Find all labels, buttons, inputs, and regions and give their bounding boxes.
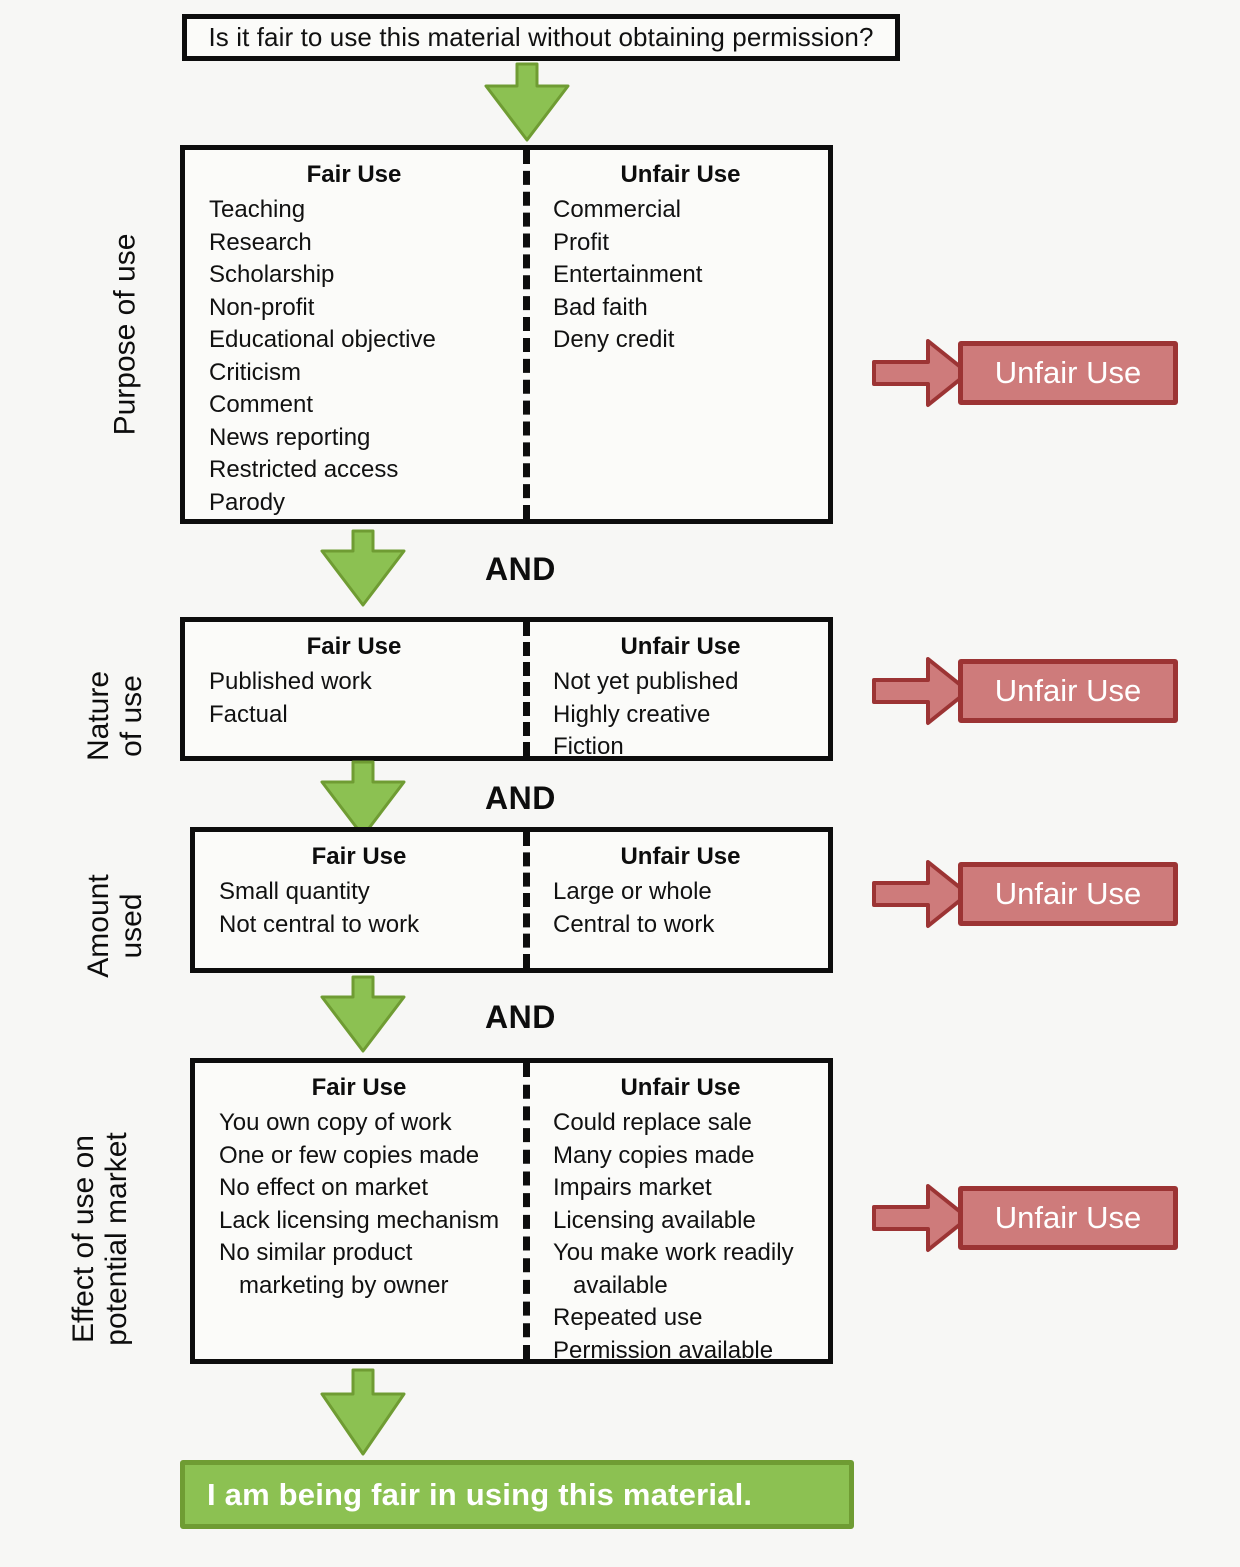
arrow-down-icon <box>484 62 570 142</box>
list-item: Impairs market <box>553 1174 712 1201</box>
list-item: Not central to work <box>219 910 420 938</box>
outcome-badge-purpose: Unfair Use <box>958 341 1178 405</box>
arrow-down-icon <box>320 975 406 1053</box>
column-divider <box>523 832 530 968</box>
fair-use-column: Fair Use Small quantity Not central to w… <box>195 832 523 941</box>
fair-use-column: Fair Use Teaching Research Scholarship N… <box>185 150 523 519</box>
list-item: News reporting <box>209 423 371 451</box>
and-connector-label: AND <box>485 780 556 816</box>
unfair-use-column: Unfair Use Large or whole Central to wor… <box>523 832 838 941</box>
list-item: You make work readily <box>553 1239 794 1266</box>
list-item: Not yet published <box>553 668 739 695</box>
column-divider <box>523 622 530 756</box>
side-label-effect: Effect of use on potential market <box>67 1132 133 1346</box>
list-item: Fiction <box>553 733 624 760</box>
list-item: Deny credit <box>553 326 675 353</box>
list-item: Restricted access <box>209 456 399 483</box>
list-item: Lack licensing mechanism <box>219 1206 500 1234</box>
criteria-box-nature: Fair Use Published work Factual Unfair U… <box>180 617 833 761</box>
unfair-use-title: Unfair Use <box>620 1074 741 1101</box>
outcome-badge-amount: Unfair Use <box>958 862 1178 926</box>
question-box: Is it fair to use this material without … <box>182 14 900 61</box>
list-item: Commercial <box>553 196 682 223</box>
arrow-down-icon <box>320 1368 406 1456</box>
conclusion-box: I am being fair in using this material. <box>180 1460 854 1529</box>
fair-use-list: Teaching Research Scholarship Non-profit… <box>185 194 523 519</box>
unfair-use-list: Commercial Profit Entertainment Bad fait… <box>523 194 838 357</box>
outcome-label: Unfair Use <box>994 673 1142 708</box>
fair-use-title: Fair Use <box>311 843 407 870</box>
unfair-use-title: Unfair Use <box>620 161 741 188</box>
list-item: Non-profit <box>209 293 315 321</box>
list-item: Could replace sale <box>553 1109 752 1136</box>
fair-use-title: Fair Use <box>306 633 402 660</box>
side-label-purpose: Purpose of use <box>108 233 142 436</box>
list-item: Published work <box>209 668 372 695</box>
list-item: Factual <box>209 700 288 728</box>
unfair-use-list: Could replace sale Many copies made Impa… <box>523 1107 838 1367</box>
column-divider <box>523 1063 530 1359</box>
outcome-badge-nature: Unfair Use <box>958 659 1178 723</box>
list-item: No similar product <box>219 1239 413 1266</box>
arrow-right-icon <box>872 339 970 407</box>
list-item: Highly creative <box>553 700 711 728</box>
unfair-use-column: Unfair Use Not yet published Highly crea… <box>523 622 838 764</box>
and-connector-label: AND <box>485 999 556 1035</box>
arrow-right-icon <box>872 1184 970 1252</box>
fair-use-list: Published work Factual <box>185 666 523 731</box>
unfair-use-column: Unfair Use Commercial Profit Entertainme… <box>523 150 838 357</box>
outcome-label: Unfair Use <box>994 355 1142 390</box>
list-item: marketing by owner <box>219 1271 449 1299</box>
unfair-use-title: Unfair Use <box>620 843 741 870</box>
unfair-use-column: Unfair Use Could replace sale Many copie… <box>523 1063 838 1367</box>
list-item: Teaching <box>209 196 306 223</box>
fair-use-column: Fair Use Published work Factual <box>185 622 523 731</box>
and-connector-label: AND <box>485 551 556 587</box>
arrow-right-icon <box>872 860 970 928</box>
outcome-label: Unfair Use <box>994 876 1142 911</box>
list-item: You own copy of work <box>219 1109 452 1136</box>
list-item: Large or whole <box>553 878 712 905</box>
list-item: Many copies made <box>553 1141 755 1169</box>
criteria-box-amount: Fair Use Small quantity Not central to w… <box>190 827 833 973</box>
conclusion-text: I am being fair in using this material. <box>207 1476 753 1512</box>
fair-use-list: You own copy of work One or few copies m… <box>195 1107 523 1302</box>
fair-use-title: Fair Use <box>306 161 402 188</box>
column-divider <box>523 150 530 519</box>
unfair-use-list: Large or whole Central to work <box>523 876 838 941</box>
list-item: Licensing available <box>553 1206 756 1234</box>
unfair-use-list: Not yet published Highly creative Fictio… <box>523 666 838 764</box>
list-item: Parody <box>209 488 286 516</box>
list-item: Small quantity <box>219 878 370 905</box>
fair-use-title: Fair Use <box>311 1074 407 1101</box>
list-item: Comment <box>209 391 314 418</box>
list-item: Repeated use <box>553 1304 703 1331</box>
list-item: available <box>553 1271 668 1299</box>
criteria-box-purpose: Fair Use Teaching Research Scholarship N… <box>180 145 833 524</box>
list-item: Research <box>209 228 312 256</box>
unfair-use-title: Unfair Use <box>620 633 741 660</box>
side-label-amount: Amount used <box>82 874 148 978</box>
list-item: Scholarship <box>209 261 335 288</box>
list-item: Profit <box>553 228 610 256</box>
arrow-down-icon <box>320 760 406 838</box>
list-item: One or few copies made <box>219 1141 480 1169</box>
question-text: Is it fair to use this material without … <box>208 22 874 52</box>
list-item: Permission available <box>553 1336 774 1364</box>
list-item: Educational objective <box>209 326 436 353</box>
fair-use-list: Small quantity Not central to work <box>195 876 523 941</box>
fair-use-column: Fair Use You own copy of work One or few… <box>195 1063 523 1302</box>
list-item: No effect on market <box>219 1174 428 1201</box>
list-item: Bad faith <box>553 293 648 321</box>
criteria-box-effect: Fair Use You own copy of work One or few… <box>190 1058 833 1364</box>
arrow-right-icon <box>872 657 970 725</box>
outcome-label: Unfair Use <box>994 1200 1142 1235</box>
list-item: Central to work <box>553 910 715 938</box>
outcome-badge-effect: Unfair Use <box>958 1186 1178 1250</box>
list-item: Criticism <box>209 358 301 386</box>
arrow-down-icon <box>320 529 406 607</box>
list-item: Entertainment <box>553 261 703 288</box>
